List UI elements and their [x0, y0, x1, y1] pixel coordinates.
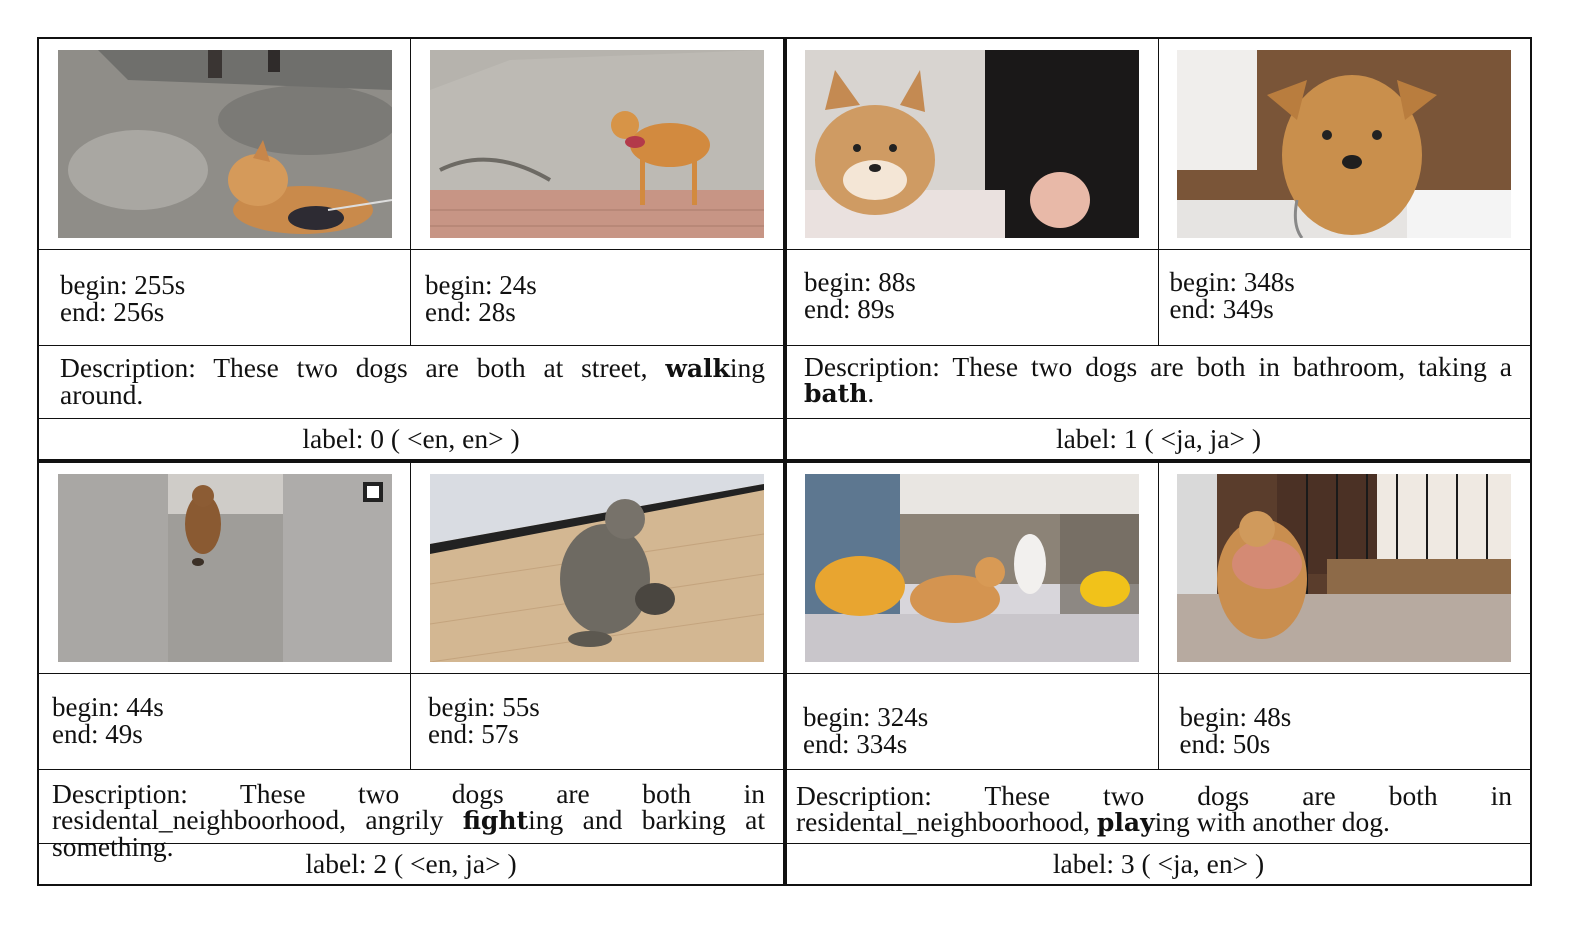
clip-time-range: begin: 88s end: 89s — [787, 250, 1159, 346]
end-time: end: 28s — [425, 297, 516, 327]
dog-and-cat-in-room-photo — [805, 474, 1140, 662]
end-time: end: 256s — [60, 297, 165, 327]
pair-description: Description: These two dogs are both in … — [39, 770, 783, 860]
action-keyword: bath — [804, 379, 868, 408]
pair-label: label: 3 ( <ja, en> ) — [1052, 848, 1265, 879]
action-keyword: walk — [665, 354, 730, 383]
clip-time-range: begin: 55s end: 57s — [411, 674, 783, 770]
example-group-0: begin: 255s end: 256s begin: 24s end: 28… — [37, 37, 785, 461]
begin-time: begin: 55s — [428, 692, 540, 722]
begin-time: begin: 44s — [52, 692, 164, 722]
action-keyword: fight — [462, 806, 529, 835]
end-time: end: 50s — [1179, 729, 1271, 759]
dog-with-towel-photo — [1177, 474, 1512, 662]
pair-label: label: 1 ( <ja, ja> ) — [1055, 423, 1262, 454]
begin-time: begin: 88s — [804, 267, 916, 297]
end-time: end: 89s — [804, 294, 895, 324]
begin-time: begin: 255s — [60, 270, 186, 300]
end-time: end: 49s — [52, 719, 143, 749]
example-group-1: begin: 88s end: 89s begin: 348s end: 349… — [785, 37, 1532, 461]
begin-time: begin: 348s — [1169, 267, 1295, 297]
dog-on-leash-sidewalk-photo — [57, 50, 392, 238]
clip-time-range: begin: 348s end: 349s — [1158, 250, 1530, 346]
pair-description: Description: These two dogs are both in … — [787, 770, 1530, 844]
clip-time-range: begin: 24s end: 28s — [411, 250, 783, 346]
end-time: end: 334s — [803, 729, 908, 759]
begin-time: begin: 324s — [803, 702, 929, 732]
clip-thumbnail-cell — [1158, 39, 1530, 250]
smiling-dog-indoors-photo — [805, 50, 1140, 238]
clip-thumbnail-cell — [411, 463, 783, 674]
dog-on-carpet-vertical-video-photo — [57, 474, 392, 662]
wet-dog-bath-photo — [1177, 50, 1512, 238]
end-time: end: 57s — [428, 719, 519, 749]
clip-thumbnail-cell — [39, 39, 411, 250]
begin-time: begin: 24s — [425, 270, 537, 300]
pair-label: label: 2 ( <en, ja> ) — [305, 848, 517, 879]
clip-time-range: begin: 255s end: 256s — [39, 250, 411, 346]
example-group-2: begin: 44s end: 49s begin: 55s end: 57s … — [37, 461, 785, 886]
clip-thumbnail-cell — [39, 463, 411, 674]
action-keyword: play — [1096, 808, 1155, 837]
clip-thumbnail-cell — [787, 39, 1159, 250]
pair-description: Description: These two dogs are both in … — [787, 346, 1530, 419]
begin-time: begin: 48s — [1179, 702, 1292, 732]
end-time: end: 349s — [1169, 294, 1274, 324]
clip-time-range: begin: 324s end: 334s — [787, 674, 1159, 770]
dog-by-concrete-wall-photo — [430, 50, 764, 238]
pair-label: label: 0 ( <en, en> ) — [302, 423, 520, 454]
pair-description: Description: These two dogs are both at … — [39, 346, 783, 419]
clip-time-range: begin: 48s end: 50s — [1158, 674, 1530, 770]
example-group-3: begin: 324s end: 334s begin: 48s end: 50… — [785, 461, 1532, 886]
clip-thumbnail-cell — [411, 39, 783, 250]
clip-thumbnail-cell — [1158, 463, 1530, 674]
dog-on-wood-floor-photo — [430, 474, 764, 662]
clip-thumbnail-cell — [787, 463, 1159, 674]
clip-time-range: begin: 44s end: 49s — [39, 674, 411, 770]
